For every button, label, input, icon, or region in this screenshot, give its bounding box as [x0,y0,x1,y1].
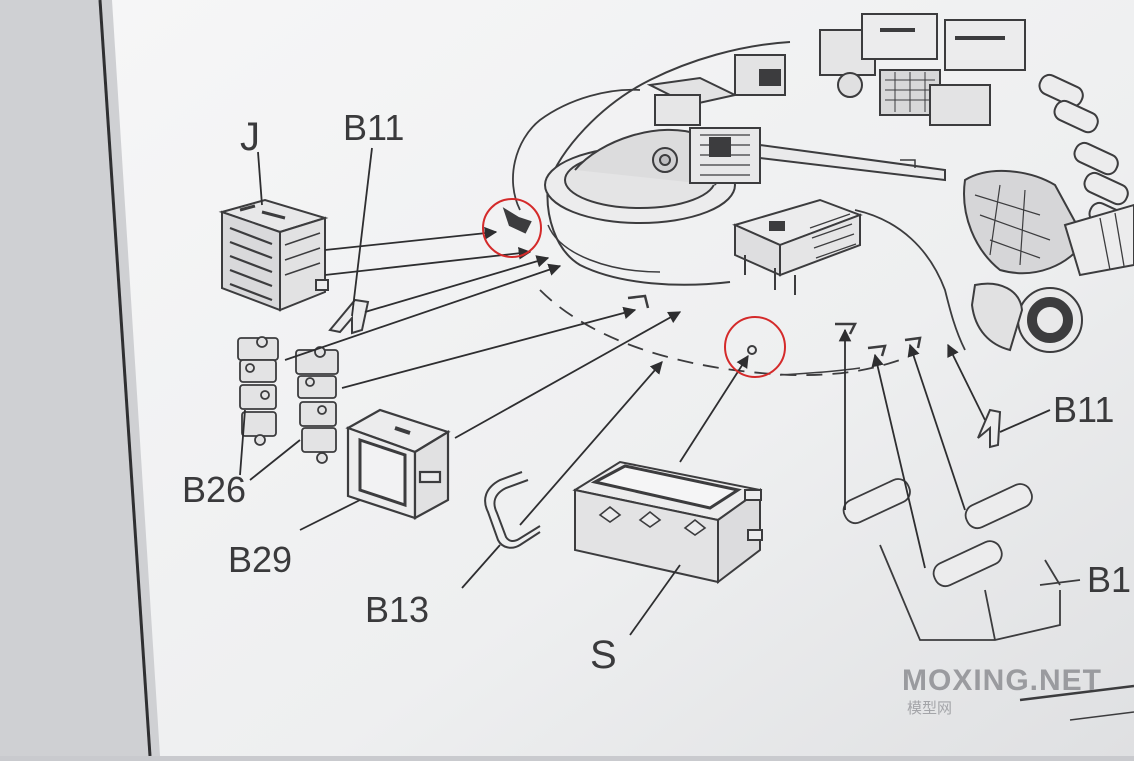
searchlight-bracket [970,282,1024,352]
arrow-b26-b [341,306,637,389]
label-b13: B13 [365,589,429,630]
watermark-cn: 模型网 [907,700,952,717]
label-b1-partial: B1 [1087,559,1131,600]
arrow-b26-a [284,263,562,361]
highlight-circle-attach-point [482,198,542,258]
arrow-b13 [519,361,663,526]
storage-box-3 [861,13,938,60]
bracket-3 [867,344,887,357]
label-b11-top: B11 [343,107,404,148]
arrow-j-bottom [324,247,532,276]
part-labels: J B11 B26 B29 B13 S B11 B1 [182,107,1131,677]
label-j: J [240,115,260,159]
leader-b11-right-label [999,409,1051,433]
cable [512,88,641,211]
mount-hole [747,345,757,355]
leader-arrows [239,147,1051,636]
arrow-b11-right [947,343,986,421]
leader-b26-label [239,409,301,481]
arrow-s [679,354,749,463]
part-b11-right [977,408,1002,449]
watermark-site: MOXING.NET [902,664,1102,697]
label-b26: B26 [182,469,246,510]
page-border-left [98,0,152,757]
b26-clamp-left [237,336,279,446]
part-b26-clamps [237,336,339,464]
arrow-b11-top [364,255,550,313]
arrow-b1-c [907,343,966,511]
arrow-j-top [324,226,498,251]
label-b11-right: B11 [1053,389,1114,430]
mg-barrel [759,143,946,182]
page-border-bottom [1019,684,1134,702]
part-b29-frame [345,408,451,520]
gun-mantlet-cover [963,169,1087,275]
bracket-1 [627,294,650,309]
arrow-b1-b [871,353,926,569]
watermark: MOXING.NET 模型网 [902,664,1102,717]
part-s-toolbox [572,460,763,585]
cylinder-1 [842,478,911,525]
arrow-b29 [454,311,682,439]
turret-outline-front [546,184,731,286]
page-border-bottom-inner [1069,711,1134,721]
attach-point [502,207,532,234]
leader-b29-label [299,499,361,531]
cylinder-3 [964,483,1033,530]
highlight-circle-mount-hole [724,316,786,378]
part-b13-handle [484,471,541,549]
mounting-arc [539,289,901,377]
highlight-marks [482,198,786,378]
b26-clamp-right [295,346,339,464]
part-j-box [218,198,329,312]
bracket-2 [835,322,858,335]
label-b29: B29 [228,539,292,580]
leader-j-label [257,151,263,206]
turret-assembly [502,13,1134,377]
leader-b11-top-label [351,147,373,317]
part-b1-cylinders [842,478,1081,641]
leader-b13-label [461,544,501,589]
part-b11-top [328,298,370,335]
cylinder-2 [932,540,1003,588]
turret-outline-top [547,41,791,186]
leader-s-label [629,564,681,636]
storage-box-4 [944,19,1026,71]
label-s: S [590,633,617,677]
